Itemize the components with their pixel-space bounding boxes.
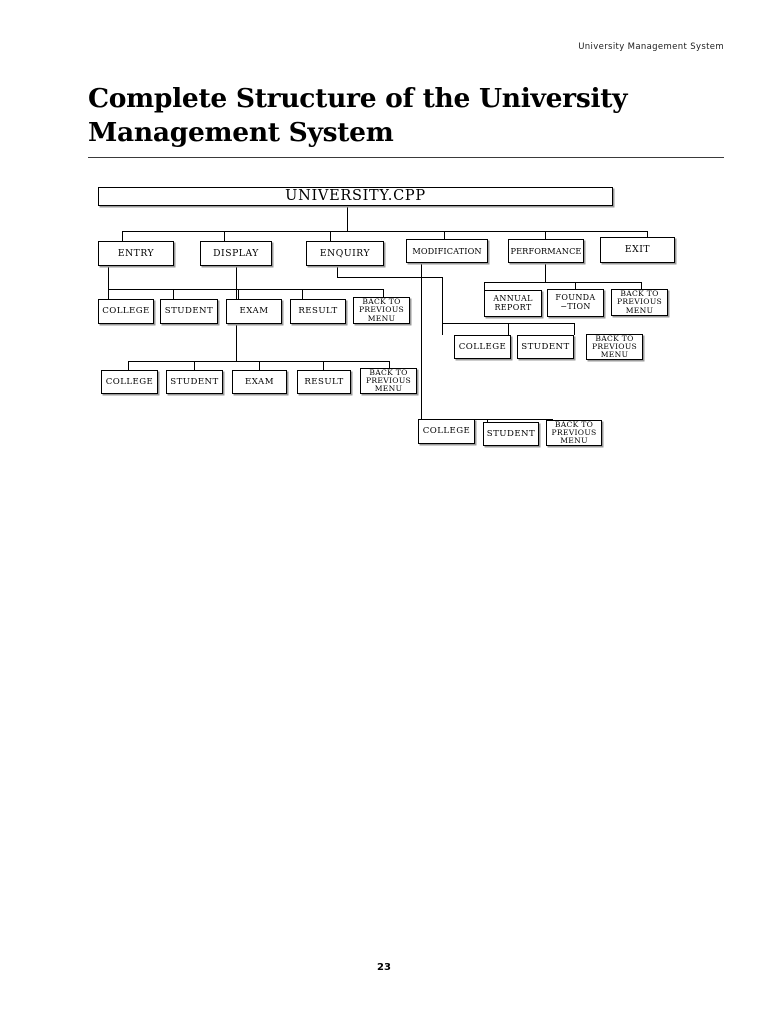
- connector-entry-college: [108, 289, 109, 299]
- connector-to-display: [224, 231, 225, 243]
- node-university-cpp[interactable]: UNIVERSITY.CPP: [98, 187, 613, 206]
- node-display-back-to-previous-menu[interactable]: BACK TO PREVIOUS MENU: [360, 368, 417, 394]
- title-underline-rule: [88, 156, 724, 158]
- node-performance-back-to-previous-menu[interactable]: BACK TO PREVIOUS MENU: [611, 289, 668, 316]
- connector-display-back: [389, 361, 390, 370]
- node-modification[interactable]: MODIFICATION: [406, 239, 488, 263]
- connector-root-trunk: [347, 206, 348, 231]
- connector-enquiry-drop-2: [442, 277, 443, 323]
- node-entry-back-to-previous-menu[interactable]: BACK TO PREVIOUS MENU: [353, 297, 410, 324]
- node-display-college[interactable]: COLLEGE: [101, 370, 158, 394]
- connector-enquiry-student: [508, 323, 509, 335]
- page-title-line-2: Management System: [88, 117, 394, 149]
- running-header: University Management System: [578, 42, 724, 52]
- connector-to-enquiry: [330, 231, 331, 243]
- connector-display-college: [128, 361, 129, 370]
- connector-modification-drop: [421, 263, 422, 419]
- connector-display-bus: [128, 361, 389, 362]
- page-number: 23: [377, 962, 391, 973]
- node-enquiry-back-to-previous-menu[interactable]: BACK TO PREVIOUS MENU: [586, 334, 643, 360]
- node-display[interactable]: DISPLAY: [200, 241, 272, 266]
- connector-entry-bus: [108, 289, 383, 290]
- connector-entry-back: [383, 289, 384, 299]
- connector-display-result: [323, 361, 324, 370]
- connector-display-student: [194, 361, 195, 370]
- page-title: Complete Structure of the University Man…: [88, 82, 724, 158]
- connector-entry-result: [302, 289, 303, 299]
- page-title-text: Complete Structure of the University Man…: [88, 82, 724, 151]
- node-performance-foundation[interactable]: FOUNDA −TION: [547, 289, 604, 317]
- node-entry-result[interactable]: RESULT: [290, 299, 346, 324]
- connector-enquiry-drop-1: [337, 266, 338, 277]
- node-modification-student[interactable]: STUDENT: [483, 422, 539, 446]
- connector-to-modification: [444, 231, 445, 243]
- node-exit[interactable]: EXIT: [600, 237, 675, 263]
- connector-modification-bus: [421, 419, 552, 420]
- node-enquiry-student[interactable]: STUDENT: [517, 335, 574, 359]
- connector-entry-drop: [108, 266, 109, 289]
- connector-display-exam: [259, 361, 260, 370]
- connector-enquiry-college: [442, 323, 443, 335]
- node-performance-annual-report[interactable]: ANNUAL REPORT: [484, 290, 542, 317]
- node-enquiry-college[interactable]: COLLEGE: [454, 335, 511, 359]
- node-enquiry[interactable]: ENQUIRY: [306, 241, 384, 266]
- node-modification-back-to-previous-menu[interactable]: BACK TO PREVIOUS MENU: [546, 420, 602, 446]
- connector-enquiry-jog: [337, 277, 442, 278]
- connector-enquiry-back: [574, 323, 575, 335]
- connector-entry-exam: [238, 289, 239, 299]
- node-entry-college[interactable]: COLLEGE: [98, 299, 154, 324]
- connector-performance-back: [641, 282, 642, 292]
- connector-level2-bus: [122, 231, 647, 232]
- node-modification-college[interactable]: COLLEGE: [418, 419, 475, 444]
- connector-performance-annual-report: [484, 282, 485, 292]
- node-display-result[interactable]: RESULT: [297, 370, 351, 394]
- page-title-line-1: Complete Structure of the University: [88, 83, 628, 114]
- connector-performance-bus: [484, 282, 641, 283]
- node-entry-student[interactable]: STUDENT: [160, 299, 218, 324]
- node-performance[interactable]: PERFORMANCE: [508, 239, 584, 263]
- node-display-student[interactable]: STUDENT: [166, 370, 223, 394]
- connector-performance-drop: [545, 263, 546, 282]
- connector-entry-student: [173, 289, 174, 299]
- node-entry-exam[interactable]: EXAM: [226, 299, 282, 324]
- connector-performance-foundation: [575, 282, 576, 292]
- connector-to-performance: [545, 231, 546, 243]
- connector-to-entry: [122, 231, 123, 243]
- node-display-exam[interactable]: EXAM: [232, 370, 287, 394]
- node-entry[interactable]: ENTRY: [98, 241, 174, 266]
